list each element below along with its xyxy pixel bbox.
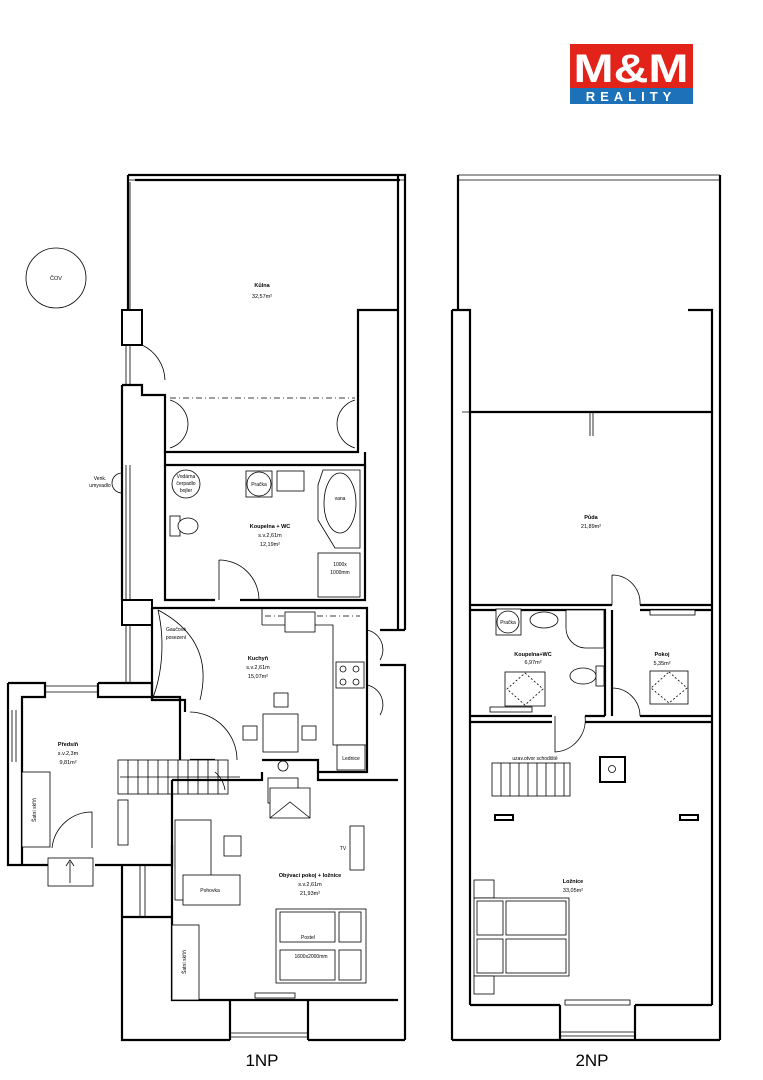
stair-opening-label: uzav.otvor schodiště <box>512 756 557 762</box>
room-kuchyne-area: 15,07m² <box>248 674 268 680</box>
floor-1np: ČOV Kůlna 32,57m² Venk. umyvadlo Vodárna… <box>6 173 407 1070</box>
bed-label: Postel <box>301 935 315 941</box>
room-kuchyne-height: s.v.2,61m <box>246 665 270 671</box>
shower-2-icon <box>565 609 605 649</box>
wardrobe-2-icon <box>171 924 200 1001</box>
sink-label-1: Venk. <box>94 476 107 482</box>
shower-label-2: 1000mm <box>330 570 349 576</box>
room-puda-area: 21,89m² <box>581 524 601 530</box>
sink-label-2: umyvadlo <box>89 483 111 489</box>
mm-reality-logo: M&M REALITY <box>570 44 693 104</box>
bed-icon <box>275 908 367 984</box>
wardrobe-2-label: Šatní skříň <box>181 950 188 974</box>
washing-machine-2-icon <box>496 610 520 634</box>
septic-tank-icon <box>25 247 87 309</box>
sofa-label: Pohovka <box>200 888 220 894</box>
dining-table-icon <box>262 713 299 753</box>
room-koupelna2-area: 6,97m² <box>524 660 541 666</box>
boiler-label-3: bojler <box>180 488 193 494</box>
tv-label: TV <box>340 846 347 852</box>
room-koupelna2-name: Koupelna+WC <box>514 652 551 658</box>
room-koupelna-area: 12,19m² <box>260 542 280 548</box>
sink-icon <box>276 470 305 492</box>
room-pokoj-name: Pokoj <box>655 652 670 658</box>
toilet-icon <box>177 517 199 535</box>
wardrobe-icon <box>21 771 51 848</box>
toilet-2-icon <box>569 667 597 685</box>
floor-label-1np: 1NP <box>245 1051 278 1070</box>
sofa-corner-label-1: Gaučové <box>166 627 186 633</box>
washer-2-label: Pračka <box>500 620 516 626</box>
bed-size-label: 1600x2000mm <box>294 954 327 960</box>
shower-label-1: 1000x <box>333 562 347 568</box>
cov-label: ČOV <box>50 275 62 282</box>
staircase-2-icon <box>491 762 571 797</box>
room-kulna-area: 32,57m² <box>252 294 272 300</box>
staircase-icon <box>117 759 240 795</box>
washing-machine-icon <box>246 471 272 497</box>
room-koupelna-height: s.v.2,61m <box>258 533 282 539</box>
room-loznice-name: Ložnice <box>563 879 583 885</box>
room-obyvak-area: 21,93m² <box>300 891 320 897</box>
logo-brand: M&M <box>574 47 689 91</box>
room-obyvak-name: Obývací pokoj + ložnice <box>279 873 342 879</box>
sink-2-icon <box>529 611 559 629</box>
logo-sub: REALITY <box>586 89 677 104</box>
bed-2-icon <box>473 879 570 995</box>
room-kulna-name: Kůlna <box>254 282 270 289</box>
chimney-icon <box>599 756 626 783</box>
sofa-corner-label-2: posezení <box>166 635 187 641</box>
room-loznice-area: 33,05m² <box>563 888 583 894</box>
room-puda-name: Půda <box>584 514 598 521</box>
boiler-label-1: Vodárna <box>177 474 196 480</box>
room-pokoj-area: 5,35m² <box>653 661 670 667</box>
bathtub-label: vana <box>335 496 346 502</box>
wardrobe-label: Šatní skříň <box>31 798 38 822</box>
room-obyvak-height: s.v.2,61m <box>298 882 322 888</box>
floor-2np: Půda 21,89m² Pračka Koupelna+WC 6,97m² P… <box>450 174 722 1070</box>
room-kuchyne-name: Kuchyň <box>248 656 269 662</box>
shower-icon <box>317 552 361 598</box>
room-predsin-height: s.v.2,3m <box>58 751 79 757</box>
bathtub-icon <box>323 472 357 534</box>
fridge-icon <box>336 744 366 771</box>
boiler-label-2: čerpadlo <box>176 481 195 487</box>
stove-icon <box>335 661 365 689</box>
floor-label-2np: 2NP <box>575 1051 608 1070</box>
washer-label: Pračka <box>251 482 267 488</box>
kitchen-sink-icon <box>284 611 316 633</box>
room-koupelna-name: Koupelna + WC <box>250 524 291 530</box>
room-predsin-name: Předsíň <box>58 742 79 748</box>
tv-icon <box>349 825 365 871</box>
room-predsin-area: 9,81m² <box>59 760 76 766</box>
fridge-label: Lednice <box>342 756 360 762</box>
entrance-step <box>47 857 94 887</box>
